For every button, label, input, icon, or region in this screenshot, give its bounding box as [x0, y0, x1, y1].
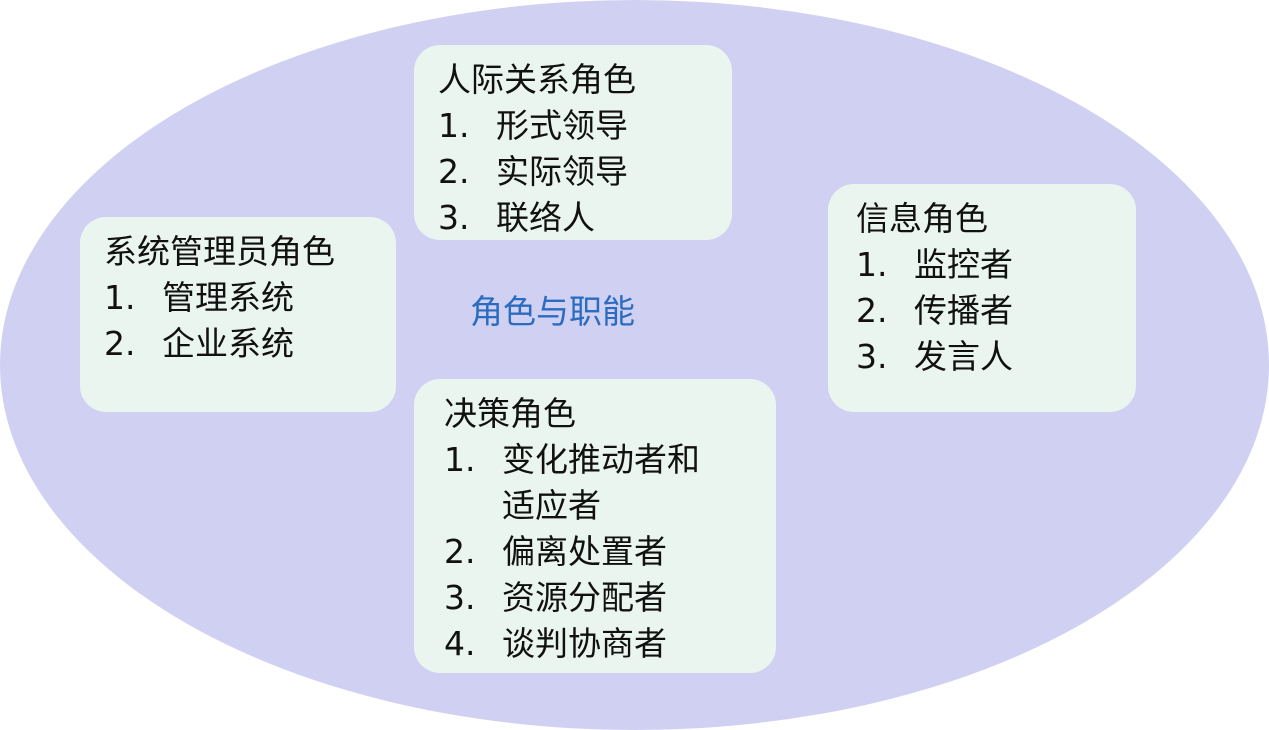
list-text: 资源分配者: [502, 578, 667, 617]
list-text: 管理系统: [162, 278, 294, 317]
list-number: 1.: [438, 106, 470, 145]
information-roles-box: 信息角色 1. 监控者 2. 传播者 3. 发言人: [828, 184, 1136, 412]
list-text: 谈判协商者: [502, 624, 667, 663]
list-number: 1.: [856, 245, 888, 284]
information-roles-list: 1. 监控者 2. 传播者 3. 发言人: [856, 242, 1136, 380]
decision-roles-list: 1. 变化推动者和适应者 2. 偏离处置者 3. 资源分配者 4. 谈判协商者: [444, 437, 776, 667]
list-item: 1. 监控者: [856, 242, 1136, 288]
list-text: 形式领导: [496, 106, 628, 145]
list-item: 3. 联络人: [438, 195, 732, 241]
list-item: 3. 发言人: [856, 334, 1136, 380]
list-number: 1.: [444, 440, 476, 479]
list-text: 监控者: [914, 245, 1013, 284]
list-item: 1. 变化推动者和适应者: [444, 437, 710, 529]
list-item: 1. 形式领导: [438, 103, 732, 149]
admin-roles-list: 1. 管理系统 2. 企业系统: [104, 275, 396, 367]
information-roles-title: 信息角色: [856, 199, 988, 238]
interpersonal-roles-box: 人际关系角色 1. 形式领导 2. 实际领导 3. 联络人: [414, 45, 732, 240]
list-item: 2. 实际领导: [438, 149, 732, 195]
list-number: 2.: [444, 532, 476, 571]
list-number: 4.: [444, 624, 476, 663]
list-text: 偏离处置者: [502, 532, 667, 571]
decision-roles-box: 决策角色 1. 变化推动者和适应者 2. 偏离处置者 3. 资源分配者 4. 谈判协商者: [414, 379, 776, 673]
list-item: 4. 谈判协商者: [444, 621, 776, 667]
list-item: 2. 偏离处置者: [444, 529, 776, 575]
list-number: 1.: [104, 278, 136, 317]
list-number: 2.: [438, 152, 470, 191]
list-item: 2. 传播者: [856, 288, 1136, 334]
list-item: 1. 管理系统: [104, 275, 396, 321]
list-number: 3.: [856, 337, 888, 376]
list-text: 变化推动者和适应者: [502, 440, 700, 525]
list-number: 3.: [444, 578, 476, 617]
admin-roles-box: 系统管理员角色 1. 管理系统 2. 企业系统: [80, 217, 396, 412]
list-item: 3. 资源分配者: [444, 575, 776, 621]
list-text: 联络人: [496, 198, 595, 237]
interpersonal-roles-title: 人际关系角色: [438, 60, 636, 99]
list-item: 2. 企业系统: [104, 321, 396, 367]
admin-roles-title: 系统管理员角色: [104, 232, 335, 271]
list-text: 实际领导: [496, 152, 628, 191]
list-number: 2.: [856, 291, 888, 330]
list-text: 发言人: [914, 337, 1013, 376]
list-text: 企业系统: [162, 324, 294, 363]
center-label: 角色与职能: [470, 292, 635, 331]
interpersonal-roles-list: 1. 形式领导 2. 实际领导 3. 联络人: [438, 103, 732, 241]
list-number: 2.: [104, 324, 136, 363]
list-number: 3.: [438, 198, 470, 237]
list-text: 传播者: [914, 291, 1013, 330]
decision-roles-title: 决策角色: [444, 394, 576, 433]
